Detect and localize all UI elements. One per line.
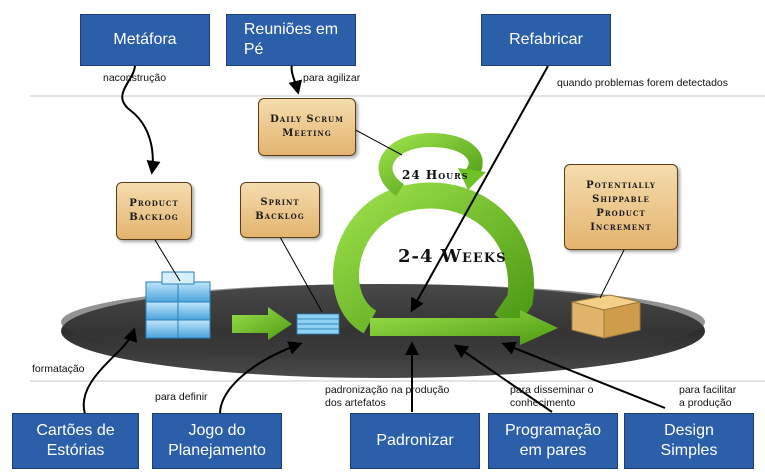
metafora-arrow (121, 64, 161, 175)
cartoes-box: Cartões de Estórias (12, 413, 139, 469)
refabricar-label: Refabricar (509, 31, 583, 48)
hours-label: 24 Hours (402, 168, 469, 182)
backlog-arrow (232, 307, 292, 340)
refabricar-box: Refabricar (481, 14, 611, 66)
output-arrow (370, 310, 558, 345)
cartoes-arrow (82, 327, 138, 415)
daily-scrum-label: Daily Scrum Meeting (270, 114, 344, 139)
jogo-arrow (219, 341, 303, 415)
note-facilitar: para facilitar a produção (679, 384, 737, 409)
programacao-arrow (453, 344, 553, 413)
sprint-backlog-label: Sprint Backlog (255, 197, 305, 222)
jogo-label: Jogo do Planejamento (168, 422, 266, 459)
daily-connector (349, 126, 403, 156)
note-padronizacao: padronização na produção dos artefatos (325, 384, 450, 409)
sprint-loop-arrow (333, 182, 535, 334)
increment-connector (599, 247, 626, 299)
note-quando: quando problemas forem detectados (557, 77, 729, 89)
daily-loop-arrow (378, 132, 483, 196)
daily-scrum-box: Daily Scrum Meeting (258, 98, 356, 156)
shipping-box (571, 294, 641, 339)
metafora-box: Metáfora (80, 14, 210, 66)
sprint-backlog-stack (296, 313, 340, 335)
programacao-box: Programação em pares (488, 413, 618, 469)
metafora-label: Metáfora (113, 31, 177, 48)
note-disseminar: para disseminar o conhecimento (510, 384, 594, 409)
sprint-backlog-box: Sprint Backlog (240, 182, 320, 238)
cartoes-label: Cartões de Estórias (36, 422, 115, 459)
refabricar-arrow (410, 65, 549, 313)
design-arrow (501, 341, 666, 409)
increment-box: Potentially Shippable Product Increment (564, 164, 678, 250)
product-backlog-cubes (145, 271, 211, 339)
product-backlog-box: Product Backlog (116, 182, 192, 240)
product-backlog-label: Product Backlog (129, 198, 179, 223)
note-na-construcao: naconstrução (103, 72, 167, 84)
sprint-backlog-connector (279, 236, 323, 313)
design-box: Design Simples (624, 413, 754, 469)
note-formatacao: formatação (32, 363, 85, 375)
product-backlog-connector (154, 239, 181, 282)
reunioes-arrow (288, 63, 303, 95)
increment-label: Potentially Shippable Product Increment (586, 180, 656, 233)
programacao-label: Programação em pares (504, 422, 602, 459)
jogo-box: Jogo do Planejamento (152, 413, 282, 469)
reunioes-label: Reuniões em Pé (243, 21, 339, 58)
reunioes-box: Reuniões em Pé (226, 14, 356, 66)
daily-loop-arrowhead (458, 168, 486, 190)
weeks-label: 2-4 Weeks (398, 246, 507, 267)
note-para-agilizar: para agilizar (303, 72, 361, 84)
note-para-definir: para definir (155, 391, 208, 403)
padronizar-label: Padronizar (376, 432, 454, 449)
padronizar-box: Padronizar (350, 413, 480, 469)
design-label: Design Simples (660, 422, 718, 459)
